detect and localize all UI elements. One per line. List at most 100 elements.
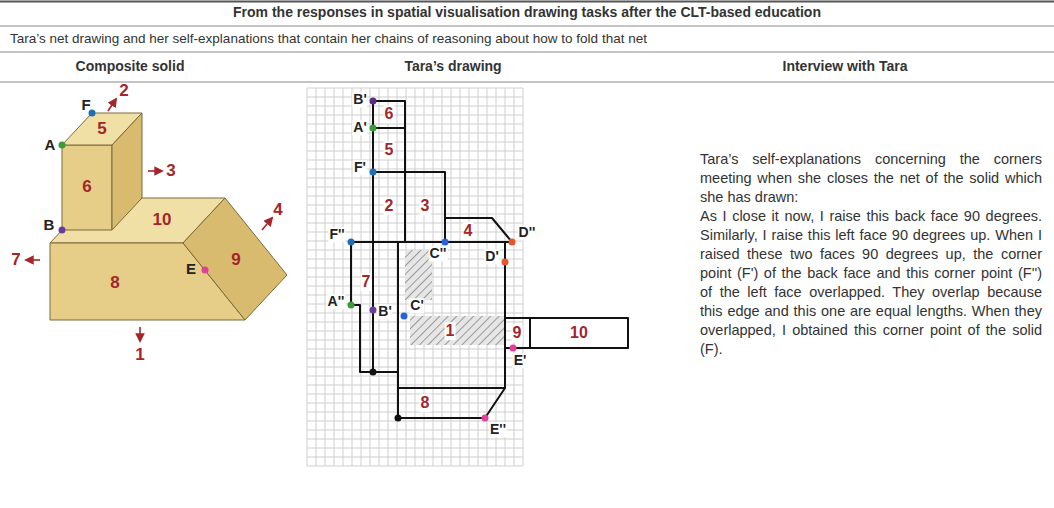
face-number: 8 bbox=[420, 394, 431, 412]
callout-number: 3 bbox=[166, 162, 175, 181]
corner-letter: E'' bbox=[489, 422, 507, 437]
table-rule bbox=[0, 52, 1054, 53]
solid-face bbox=[62, 145, 112, 230]
grid-line bbox=[307, 169, 523, 170]
grid-line bbox=[307, 97, 523, 98]
grid-line bbox=[307, 349, 523, 350]
column-header: Tara’s drawing bbox=[404, 59, 501, 74]
grid-line bbox=[307, 187, 523, 188]
corner-letter: F bbox=[81, 97, 90, 114]
table-title: From the responses in spatial visualisat… bbox=[233, 5, 821, 20]
face-number: 7 bbox=[361, 273, 372, 291]
grid-line bbox=[307, 205, 523, 206]
grid-line bbox=[307, 106, 523, 107]
net-face bbox=[505, 318, 530, 348]
face-number: 9 bbox=[231, 251, 240, 270]
grid-line bbox=[307, 115, 523, 116]
face-number: 10 bbox=[569, 324, 589, 342]
corner-dot bbox=[348, 302, 355, 309]
corner-letter: E bbox=[186, 261, 196, 278]
column-header: Composite solid bbox=[76, 59, 185, 74]
corner-letter: B' bbox=[377, 304, 392, 319]
face-number: 9 bbox=[512, 324, 523, 342]
corner-letter: A'' bbox=[327, 294, 346, 309]
face-number: 5 bbox=[384, 141, 395, 159]
callout-number: 1 bbox=[135, 346, 144, 365]
face-number: 4 bbox=[463, 222, 474, 240]
composite-solid bbox=[26, 99, 287, 341]
grid-line bbox=[307, 412, 523, 413]
grid-line bbox=[307, 214, 523, 215]
solid-face bbox=[183, 198, 287, 320]
net-edge bbox=[373, 371, 398, 373]
corner-dot bbox=[370, 98, 377, 105]
corner-letter: D' bbox=[484, 249, 499, 264]
grid-line bbox=[307, 358, 523, 359]
interview-text: As I close it now, I raise this back fac… bbox=[700, 207, 1042, 359]
corner-letter: B bbox=[44, 217, 55, 234]
grid-line bbox=[307, 223, 523, 224]
corner-letter: F'' bbox=[328, 227, 345, 242]
net-face bbox=[351, 242, 373, 372]
direction-arrow bbox=[148, 170, 162, 172]
net-face bbox=[445, 218, 512, 242]
corner-letter: C'' bbox=[429, 246, 448, 261]
grid-line bbox=[307, 196, 523, 197]
grid-line bbox=[307, 448, 523, 449]
net-face bbox=[373, 128, 405, 172]
hatched-area bbox=[410, 316, 505, 345]
net-drawing bbox=[307, 88, 628, 466]
column-header: Interview with Tara bbox=[783, 59, 908, 74]
grid-line bbox=[307, 142, 523, 143]
corner-dot bbox=[202, 267, 209, 274]
grid-line bbox=[307, 367, 523, 368]
grid-line bbox=[307, 385, 523, 386]
solid-face bbox=[112, 113, 142, 230]
callout-number: 2 bbox=[119, 82, 128, 101]
grid-line bbox=[307, 439, 523, 440]
net-face bbox=[405, 172, 445, 242]
corner-letter: D'' bbox=[518, 225, 537, 240]
interview-intro: Tara’s self-explanations concerning the … bbox=[700, 150, 1042, 207]
corner-dot bbox=[401, 313, 408, 320]
face-number: 6 bbox=[82, 178, 91, 197]
grid-line bbox=[307, 151, 523, 152]
corner-letter: A' bbox=[352, 120, 367, 135]
corner-dot bbox=[482, 415, 489, 422]
corner-dot bbox=[370, 169, 377, 176]
table-rule bbox=[0, 82, 1054, 83]
grid-line bbox=[307, 133, 523, 134]
face-number: 2 bbox=[384, 197, 395, 215]
grid-line bbox=[307, 466, 523, 467]
corner-letter: B' bbox=[352, 92, 367, 107]
face-number: 5 bbox=[97, 120, 106, 139]
direction-arrow bbox=[139, 327, 141, 341]
corner-letter: F' bbox=[353, 160, 367, 175]
grid-line bbox=[307, 376, 523, 377]
corner-dot bbox=[442, 239, 449, 246]
face-number: 6 bbox=[384, 105, 395, 123]
grid-line bbox=[307, 124, 523, 125]
corner-dot bbox=[59, 142, 66, 149]
grid-line bbox=[307, 394, 523, 395]
face-number: 1 bbox=[445, 322, 456, 340]
grid-line bbox=[307, 160, 523, 161]
corner-dot bbox=[502, 259, 509, 266]
direction-arrow bbox=[262, 218, 272, 230]
net-face bbox=[373, 101, 405, 128]
table-rule bbox=[0, 1, 1054, 3]
corner-letter: C' bbox=[409, 298, 424, 313]
corner-letter: A bbox=[45, 137, 56, 154]
direction-arrow bbox=[26, 259, 40, 261]
face-number: 8 bbox=[110, 274, 119, 293]
corner-letter: E' bbox=[513, 353, 528, 368]
table-rule bbox=[0, 26, 1054, 27]
corner-dot bbox=[348, 239, 355, 246]
grid-line bbox=[307, 403, 523, 404]
grid-line bbox=[307, 178, 523, 179]
net-face bbox=[398, 388, 505, 418]
net-face bbox=[373, 172, 405, 242]
table-subtitle: Tara’s net drawing and her self-explanat… bbox=[10, 32, 647, 47]
net-face bbox=[530, 318, 628, 348]
grid-line bbox=[307, 457, 523, 458]
